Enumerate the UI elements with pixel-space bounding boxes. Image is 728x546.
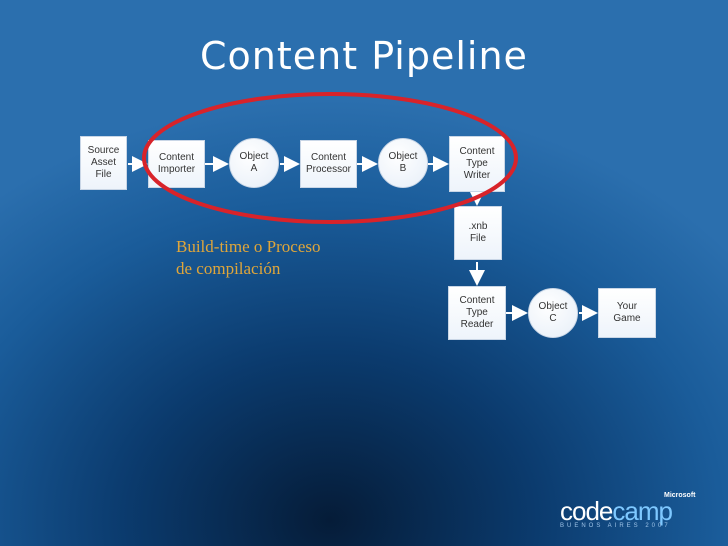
- object-c-node: Object C: [528, 288, 578, 338]
- codecamp-logo: codecamp BUENOS AIRES 2007: [560, 496, 673, 529]
- logo-word-camp: camp: [612, 496, 673, 526]
- content-processor-node: Content Processor: [300, 140, 357, 188]
- codecamp-wordmark: codecamp: [560, 496, 673, 527]
- content-type-reader-node: Content Type Reader: [448, 286, 506, 340]
- your-game-node: Your Game: [598, 288, 656, 338]
- build-time-caption: Build-time o Proceso de compilación: [176, 237, 321, 278]
- slide-title: Content Pipeline: [200, 34, 528, 78]
- logo-word-code: code: [560, 496, 613, 526]
- object-b-node: Object B: [378, 138, 428, 188]
- xnb-file-node: .xnb File: [454, 206, 502, 260]
- logo-subtitle: BUENOS AIRES 2007: [560, 523, 671, 529]
- microsoft-brand: Microsoft: [664, 492, 696, 499]
- source-asset-file-node: Source Asset File: [80, 136, 127, 190]
- highlight-ellipse: [142, 92, 518, 224]
- content-type-writer-node: Content Type Writer: [449, 136, 505, 192]
- object-a-node: Object A: [229, 138, 279, 188]
